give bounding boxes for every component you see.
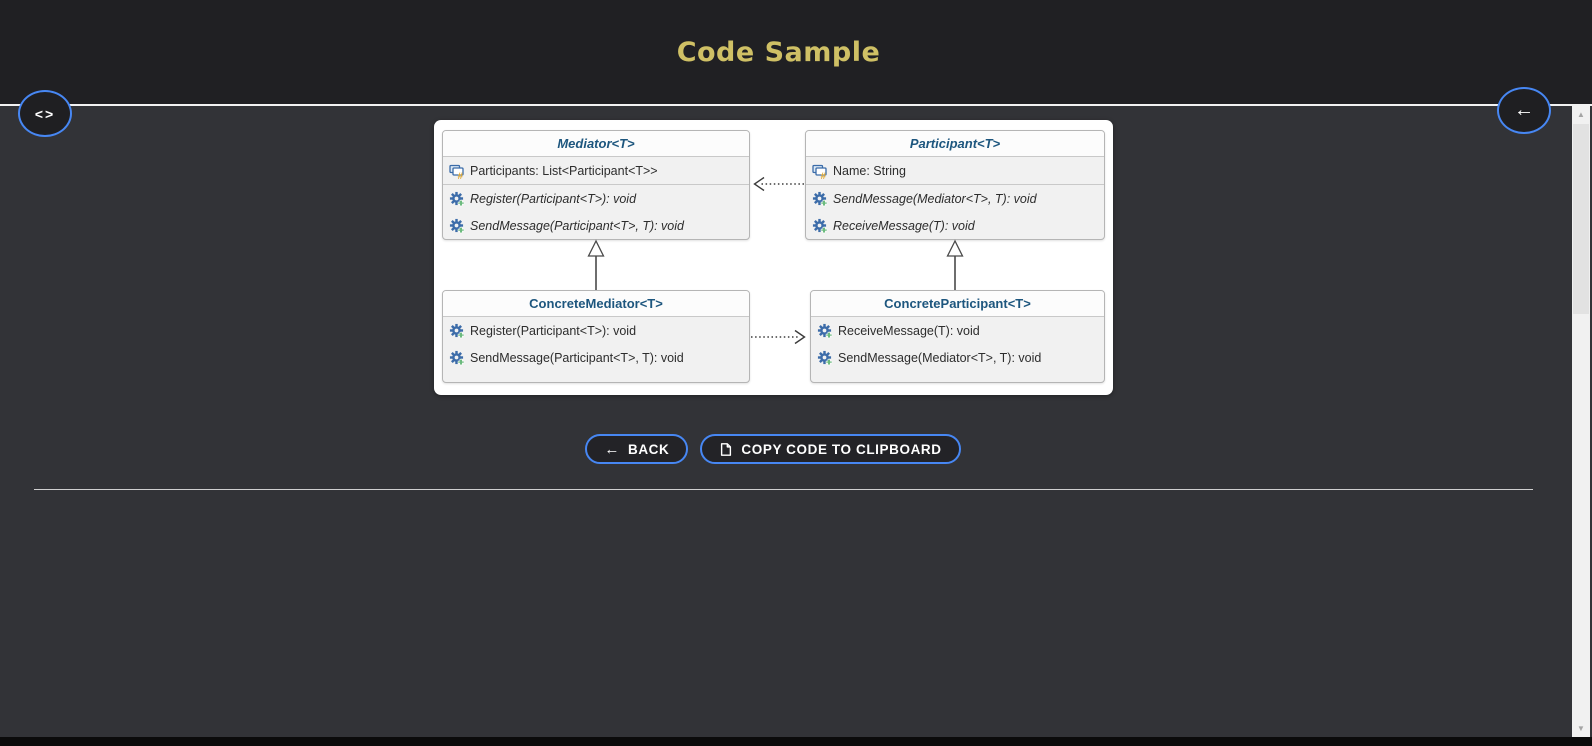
uml-method-row: Register(Participant<T>): void xyxy=(443,185,749,212)
scrollbar-thumb[interactable] xyxy=(1573,124,1589,314)
action-buttons-row: ← BACK COPY CODE TO CLIPBOARD xyxy=(0,434,1546,464)
method-text: Register(Participant<T>): void xyxy=(470,191,637,206)
page-header: Code Sample xyxy=(0,0,1592,106)
uml-method-row: SendMessage(Mediator<T>, T): void xyxy=(806,185,1104,212)
bottom-edge-strip xyxy=(0,737,1592,746)
scroll-down-arrow-icon[interactable]: ▼ xyxy=(1577,724,1585,733)
uml-method-row: SendMessage(Mediator<T>, T): void xyxy=(811,344,1104,371)
uml-relation-arrows xyxy=(587,176,964,345)
uml-diagram-card: Mediator<T> # Participants: List<Partici… xyxy=(434,120,1113,395)
copy-code-button-label: COPY CODE TO CLIPBOARD xyxy=(741,441,942,457)
uml-class-concreteparticipant[interactable]: ConcreteParticipant<T> xyxy=(810,290,1105,383)
dependency-arrow-participant-to-mediator xyxy=(753,176,804,192)
dependency-arrow-concretemediator-to-concreteparticipant xyxy=(751,329,806,345)
uml-class-participant[interactable]: Participant<T> # Name: String xyxy=(805,130,1105,240)
uml-class-mediator[interactable]: Mediator<T> # Participants: List<Partici… xyxy=(442,130,750,240)
inheritance-arrow-concretemediator-to-mediator xyxy=(587,239,605,290)
back-navigation-button[interactable]: ← xyxy=(1497,87,1551,134)
uml-method-row: SendMessage(Participant<T>, T): void xyxy=(443,344,749,371)
svg-text:#: # xyxy=(821,171,827,182)
method-text: SendMessage(Participant<T>, T): void xyxy=(470,218,684,233)
method-public-icon xyxy=(449,350,465,366)
page-title: Code Sample xyxy=(676,36,881,68)
scroll-up-arrow-icon[interactable]: ▲ xyxy=(1577,110,1585,119)
method-public-icon xyxy=(449,323,465,339)
code-icon: <> xyxy=(34,105,56,122)
method-text: SendMessage(Mediator<T>, T): void xyxy=(833,191,1037,206)
method-public-icon xyxy=(812,218,828,234)
method-text: SendMessage(Mediator<T>, T): void xyxy=(838,350,1042,365)
copy-document-icon xyxy=(719,442,733,457)
uml-field-row: # Participants: List<Participant<T>> xyxy=(443,157,749,184)
field-text: Name: String xyxy=(833,163,906,178)
method-text: Register(Participant<T>): void xyxy=(470,323,637,338)
method-text: SendMessage(Participant<T>, T): void xyxy=(470,350,684,365)
uml-method-row: SendMessage(Participant<T>, T): void xyxy=(443,212,749,239)
method-public-icon xyxy=(449,218,465,234)
inheritance-arrow-concreteparticipant-to-participant xyxy=(946,239,964,290)
method-public-icon xyxy=(449,191,465,207)
class-title: Mediator<T> xyxy=(443,131,749,157)
class-title: Participant<T> xyxy=(806,131,1104,157)
back-arrow-icon: ← xyxy=(1514,99,1534,121)
class-title: ConcreteMediator<T> xyxy=(443,291,749,317)
uml-method-row: ReceiveMessage(T): void xyxy=(806,212,1104,239)
uml-class-concretemediator[interactable]: ConcreteMediator<T> xyxy=(442,290,750,383)
toggle-code-view-button[interactable]: <> xyxy=(18,90,72,137)
uml-method-row: ReceiveMessage(T): void xyxy=(811,317,1104,344)
uml-method-row: Register(Participant<T>): void xyxy=(443,317,749,344)
field-text: Participants: List<Participant<T>> xyxy=(470,163,658,178)
uml-field-row: # Name: String xyxy=(806,157,1104,184)
method-public-icon xyxy=(817,350,833,366)
method-public-icon xyxy=(817,323,833,339)
method-public-icon xyxy=(812,191,828,207)
svg-text:#: # xyxy=(458,171,464,182)
method-text: ReceiveMessage(T): void xyxy=(838,323,980,338)
field-protected-icon: # xyxy=(449,163,465,182)
vertical-scrollbar[interactable]: ▲ ▼ xyxy=(1572,106,1590,737)
back-button-label: BACK xyxy=(627,441,670,457)
class-title: ConcreteParticipant<T> xyxy=(811,291,1104,317)
back-button[interactable]: ← BACK xyxy=(585,434,689,464)
back-arrow-icon: ← xyxy=(604,440,620,458)
field-protected-icon: # xyxy=(812,163,828,182)
horizontal-divider xyxy=(34,489,1533,490)
method-text: ReceiveMessage(T): void xyxy=(833,218,975,233)
copy-code-button[interactable]: COPY CODE TO CLIPBOARD xyxy=(700,434,961,464)
